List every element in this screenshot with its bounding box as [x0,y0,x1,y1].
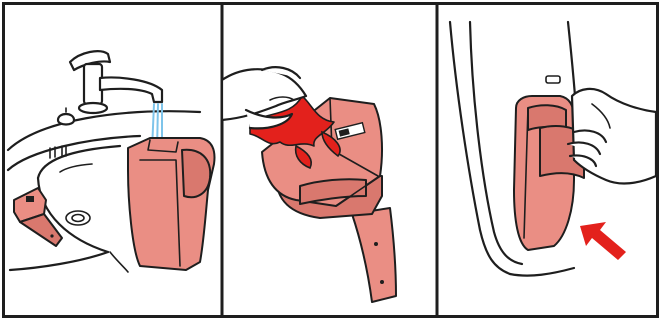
panel-1-rinse [8,51,214,272]
device-strap [352,208,396,302]
device-icon [128,138,214,270]
panel-3-insert [450,22,656,276]
arrow-icon [580,222,626,260]
detached-part-icon [14,188,62,246]
panel-2-wipe [222,67,396,302]
